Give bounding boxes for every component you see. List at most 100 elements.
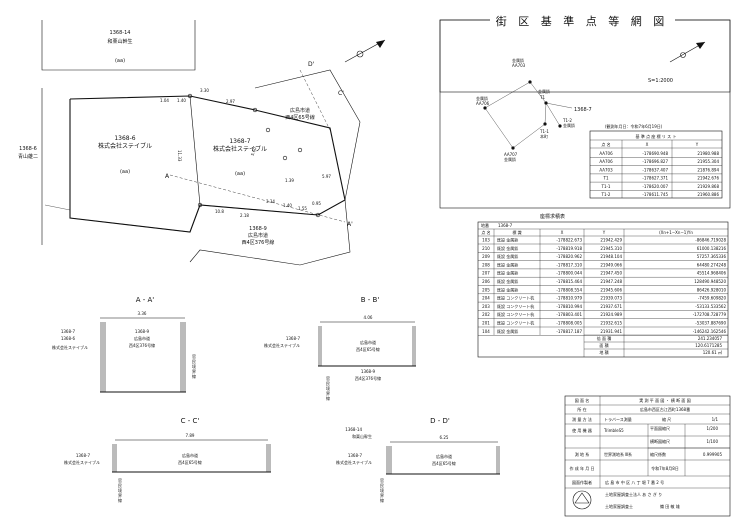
net-label-aa703: AA703	[512, 63, 526, 68]
tb-label-geodetic: 測 地 系	[575, 451, 590, 457]
section-d-road-1: 西4区65号線	[432, 460, 456, 466]
coord-cell: 207	[482, 271, 490, 276]
tb-drawing-name: 実 測 平 面 図 ・ 横 断 面 図	[639, 397, 690, 403]
svg-text:界: 界	[192, 369, 196, 374]
coord-lot-caption: 地番	[481, 222, 489, 228]
section-c-left-1: 株式会社ステイブル	[64, 459, 100, 465]
svg-text:境: 境	[192, 363, 196, 369]
section-b-left-wall	[318, 326, 322, 366]
tb-surveyor-name: 織 田 敏 雄	[660, 503, 680, 509]
point-210	[252, 107, 258, 113]
net-label-aa707: AA707	[504, 152, 518, 157]
section-line-d	[299, 69, 331, 131]
point-103	[187, 93, 193, 99]
section-c-boundary-label: 官 民 境 界 線	[118, 477, 122, 503]
network-line-t12	[545, 102, 561, 127]
coord-cell: 21939.073	[600, 296, 622, 301]
lot-divider-line	[189, 95, 201, 206]
coord-cell: 既設 金属鋲	[497, 261, 518, 267]
tb-company-address: 広 島 市 中 区 八 丁 堀 7 番 2 号	[605, 479, 664, 485]
coord-cell: 86426.928010	[697, 287, 727, 292]
tb-section-scale: 1/100	[706, 439, 718, 444]
road-65-name: 西4区65号線	[285, 114, 315, 121]
ref-cell: AA706	[599, 159, 613, 164]
coord-title: 座標求積表	[540, 213, 565, 220]
total-area-label: 面 積	[599, 342, 608, 348]
coord-cell: 103	[482, 238, 490, 243]
svg-text:境: 境	[326, 385, 330, 391]
tb-label-date: 作 成 年 月 日	[569, 465, 594, 471]
tb-date: 令和7年8月8日	[651, 465, 679, 471]
section-b-bottom-1: 西4区376号線	[355, 375, 381, 381]
coord-cell: -178808.005	[556, 321, 582, 326]
road-376-name: 広島市道	[248, 232, 268, 239]
net-label-aa706: AA706	[476, 101, 490, 106]
tb-label-instrument: 使 用 機 器	[572, 427, 592, 433]
section-a-road-2: 西4区376号線	[129, 342, 155, 348]
ref-cell: 21876.894	[697, 167, 719, 172]
section-mark-d2: D'	[308, 61, 315, 68]
road-376-route: 西4区376号線	[242, 239, 275, 246]
network-title: 街 区 基 準 点 等 網 図	[496, 14, 668, 28]
section-d-left-1: 和栗山幹生	[352, 433, 372, 439]
section-a-left-0: 1368-7	[61, 329, 76, 334]
coord-cell: -172708.728779	[693, 312, 727, 317]
network-diagram: 街 区 基 準 点 等 網 図 金属鋲 AA703 金属鋲 AA706 金属鋲 …	[439, 12, 731, 209]
coord-cell: -53133.533562	[695, 304, 726, 309]
lot-1368-6-id: 1368-6	[114, 135, 135, 142]
tb-company-name: 土地家屋調査士法人 あ さ ぎ り	[605, 491, 662, 497]
net-label-t11-kind: 本町	[540, 133, 548, 139]
svg-text:官: 官	[118, 477, 122, 483]
ref-cell: T1-1	[601, 184, 611, 189]
section-d-left-0: 1368-14	[345, 427, 362, 432]
tb-label-method: 測 量 方 法	[572, 416, 592, 422]
title-block-frame	[564, 395, 731, 517]
coord-cell: -178822.673	[556, 238, 582, 243]
section-d-label: D - D'	[430, 417, 450, 425]
coord-cell: 210	[482, 246, 490, 251]
section-b-boundary-label: 官 民 境 界 線	[326, 375, 330, 401]
section-b-road-1: 西4区65号線	[356, 346, 380, 352]
section-d-left-2: 1368-7	[348, 453, 363, 458]
point-104	[197, 202, 203, 208]
net-label-aa703-kind: 金属鋲	[512, 57, 524, 63]
coord-cell: -86846.719028	[695, 238, 726, 243]
section-b-label: B - B'	[361, 296, 380, 304]
coord-cell: 209	[482, 254, 490, 259]
road-65-east-edge	[254, 69, 361, 201]
section-c-width: 7.89	[186, 433, 195, 438]
coord-cell: 既設 コンクリート杭	[497, 311, 534, 317]
total-double-area-label: 倍 面 積	[597, 335, 612, 341]
section-d-boundary-label: 官 民 境 界 線	[380, 477, 384, 503]
ref-cell: AA706	[599, 151, 613, 156]
ref-cell: -178611.745	[642, 192, 668, 197]
coord-cell: -178808.554	[556, 287, 582, 292]
coord-cell: 21947.248	[600, 279, 622, 284]
network-scale: S=1:2000	[648, 78, 673, 84]
section-d-left-3: 株式会社ステイブル	[336, 459, 372, 465]
coord-cell: 21937.671	[600, 304, 622, 309]
section-c-road-1: 西4区65号線	[178, 459, 202, 465]
left-extension-line	[44, 204, 71, 211]
lot-1368-6-neighbor-id: 1368-6	[19, 146, 37, 152]
dim-1-04: 1.04	[160, 98, 169, 103]
section-b-left-0: 1368-7	[286, 336, 301, 341]
road-376-outline	[69, 199, 351, 266]
coord-cell: -178803.401	[556, 312, 582, 317]
lot-1368-14-area: (aa)	[115, 58, 125, 64]
coord-cell: -178817.187	[556, 329, 582, 334]
section-c-right-wall	[266, 444, 271, 472]
coord-cell: -178810.979	[556, 296, 582, 301]
coord-cell: 208	[482, 262, 490, 267]
section-b: B - B' 4.06 1368-7 株式会社ステイブル 広島市道 西4区65号…	[264, 296, 416, 401]
tb-surveyor-title: 土地家屋調査士	[605, 503, 633, 509]
